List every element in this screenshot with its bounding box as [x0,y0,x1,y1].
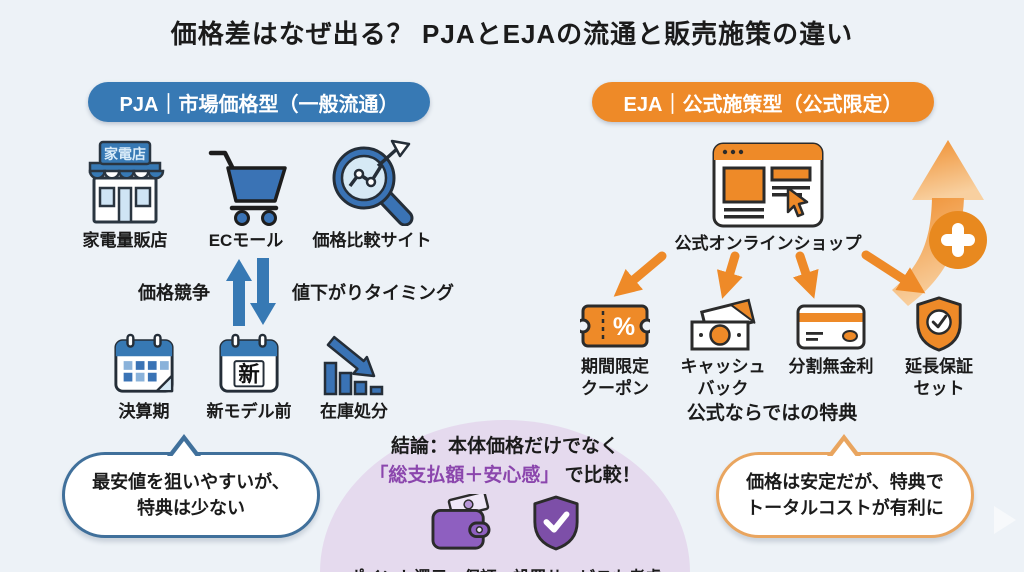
timing-settlement: 決算期 [92,331,196,423]
eja-header-badge: EJA｜公式施策型（公式限定） [592,82,934,122]
benefit-label: キャッシュ バック [680,357,766,399]
channel-label: 家電量販店 [82,231,168,250]
eja-bubble-text: 価格は安定だが、特典で トータルコストが有利に [746,471,944,518]
conclusion-note: ポイント還元・保証・設置サービスも考慮 [348,564,662,572]
timing-label: 在庫処分 [320,402,388,421]
coupon-percent-text: % [613,313,635,341]
eja-benefits-note: 公式ならではの特典 [686,403,858,424]
watermark-arrow [994,506,1016,534]
credit-card-icon [796,298,866,352]
conclusion-icons [429,490,581,557]
up-down-arrows-icon [220,256,282,328]
pja-channels-row: 家電店 家電量販店 ECモール [62,139,440,252]
conclusion-line1: 結論：本体価格だけでなく [390,436,619,457]
conclusion-dome: 結論：本体価格だけでなく 「総支払額＋安心感」 で比較！ [320,420,690,572]
timing-label: 新モデル前 [206,402,292,421]
channel-ec-mall: ECモール [188,140,304,252]
benefit-label: 分割無金利 [788,357,874,376]
store-sign-text: 家電店 [104,146,146,162]
benefit-coupon: % 期間限定 クーポン [563,298,667,400]
new-model-calendar-icon: 新 [217,331,281,397]
benefit-cashback: キャッシュ バック [671,298,775,400]
channel-label: 価格比較サイト [312,231,432,250]
eja-summary-bubble: 価格は安定だが、特典で トータルコストが有利に [716,434,974,538]
eja-benefits-row: % 期間限定 クーポン キャッシュ バック [563,296,991,400]
official-shop-browser-icon [712,142,824,235]
price-compare-search-icon [326,139,418,226]
shield-check-purple-icon [531,495,581,556]
benefit-warranty: 延長保証 セット [887,296,991,400]
pja-bubble-text: 最安値を狙いやすいが、 特典は少ない [92,471,290,518]
pja-timings-row: 決算期 新 新モデル前 [92,331,406,423]
new-badge-text: 新 [238,361,259,386]
timing-clearance: 在庫処分 [302,331,406,423]
inventory-clearance-icon [321,331,387,397]
conclusion-line2: 「総支払額＋安心感」 で比較！ [369,460,640,487]
eja-badge-label: EJA｜公式施策型（公式限定） [623,93,903,116]
channel-label: ECモール [208,231,284,250]
timing-new-model: 新 新モデル前 [197,331,301,423]
conclusion-line2-rest: で比較！ [559,465,641,486]
pja-summary-bubble: 最安値を狙いやすいが、 特典は少ない [62,434,320,538]
wallet-icon [429,490,493,557]
benefit-fan-arrows [578,250,1002,317]
page-title: 価格差はなぜ出る？ PJAとEJAの流通と販売施策の違い [170,19,854,49]
cycle-right-label: 値下がりタイミング [292,283,454,303]
official-shop-label: 公式オンラインショップ [674,234,862,253]
cashback-icon [689,298,757,352]
warranty-shield-icon [913,296,965,352]
electronics-store-icon: 家電店 [83,140,167,226]
coupon-icon: % [580,298,650,352]
timing-label: 決算期 [118,402,170,421]
benefit-label: 期間限定 クーポン [581,357,649,399]
benefit-installment: 分割無金利 [779,298,883,400]
benefit-label: 延長保証 セット [905,357,973,399]
price-cycle: 価格競争 値下がりタイミング [138,256,454,328]
cycle-left-label: 価格競争 [138,283,210,303]
channel-price-compare: 価格比較サイト [304,139,440,252]
calendar-icon [112,331,176,397]
conclusion-highlight: 「総支払額＋安心感」 [369,465,560,486]
shopping-cart-icon [203,140,289,226]
pja-badge-label: PJA｜市場価格型（一般流通） [119,93,399,116]
channel-electronics-store: 家電店 家電量販店 [62,140,188,252]
pja-header-badge: PJA｜市場価格型（一般流通） [88,82,430,122]
